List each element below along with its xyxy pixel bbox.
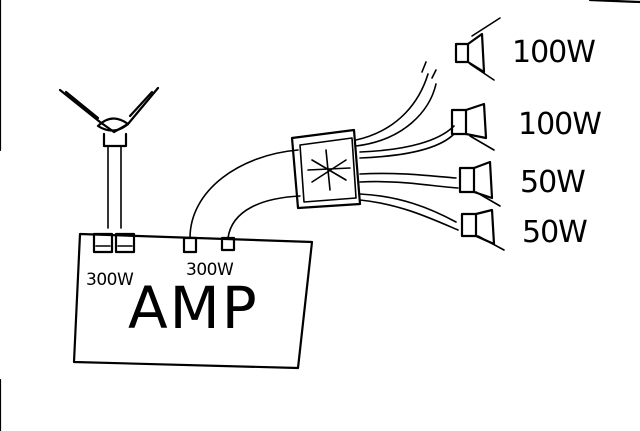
box-wire-8 <box>359 199 459 231</box>
amp-terminal-2 <box>114 232 136 254</box>
crossover-box-outline <box>290 128 362 210</box>
box-wire-4 <box>359 133 455 159</box>
box-wire-6 <box>359 180 459 189</box>
speaker-icon <box>460 212 478 238</box>
speaker-icon <box>458 166 476 194</box>
speaker-4: 50W <box>460 208 588 251</box>
speaker-2: 100W <box>450 102 602 151</box>
speaker-3: 50W <box>458 160 586 207</box>
asterisk-icon <box>307 149 351 191</box>
amp-to-box-wire-1 <box>189 149 299 239</box>
amp-to-box-wire-2 <box>227 195 301 239</box>
speaker-1-label: 100W <box>512 35 595 70</box>
amplifier: 300W 300W AMP <box>72 232 314 370</box>
speaker-icon <box>450 108 468 136</box>
horn-cone <box>58 86 160 134</box>
crossover-box <box>290 128 362 210</box>
amp-output-b-label: 300W <box>186 260 234 280</box>
amp-output-a-label: 300W <box>86 270 134 290</box>
amp-terminal-1 <box>92 232 114 254</box>
horn-speaker <box>58 86 160 229</box>
amp-label: AMP <box>128 274 259 342</box>
box-wire-3 <box>359 125 455 153</box>
speaker-4-label: 50W <box>522 215 587 250</box>
top-right-edge-line <box>588 0 640 4</box>
speaker-3-label: 50W <box>520 165 585 200</box>
speaker-2-label: 100W <box>518 107 601 142</box>
box-wire-1 <box>355 73 429 141</box>
speaker-icon <box>454 42 470 64</box>
speaker-1: 100W <box>454 17 596 81</box>
box-wire-2 <box>355 83 437 147</box>
box-wire-7 <box>359 193 457 223</box>
horn-dome <box>96 117 130 132</box>
amp-terminal-3 <box>182 236 198 254</box>
box-wire-5 <box>359 172 457 179</box>
